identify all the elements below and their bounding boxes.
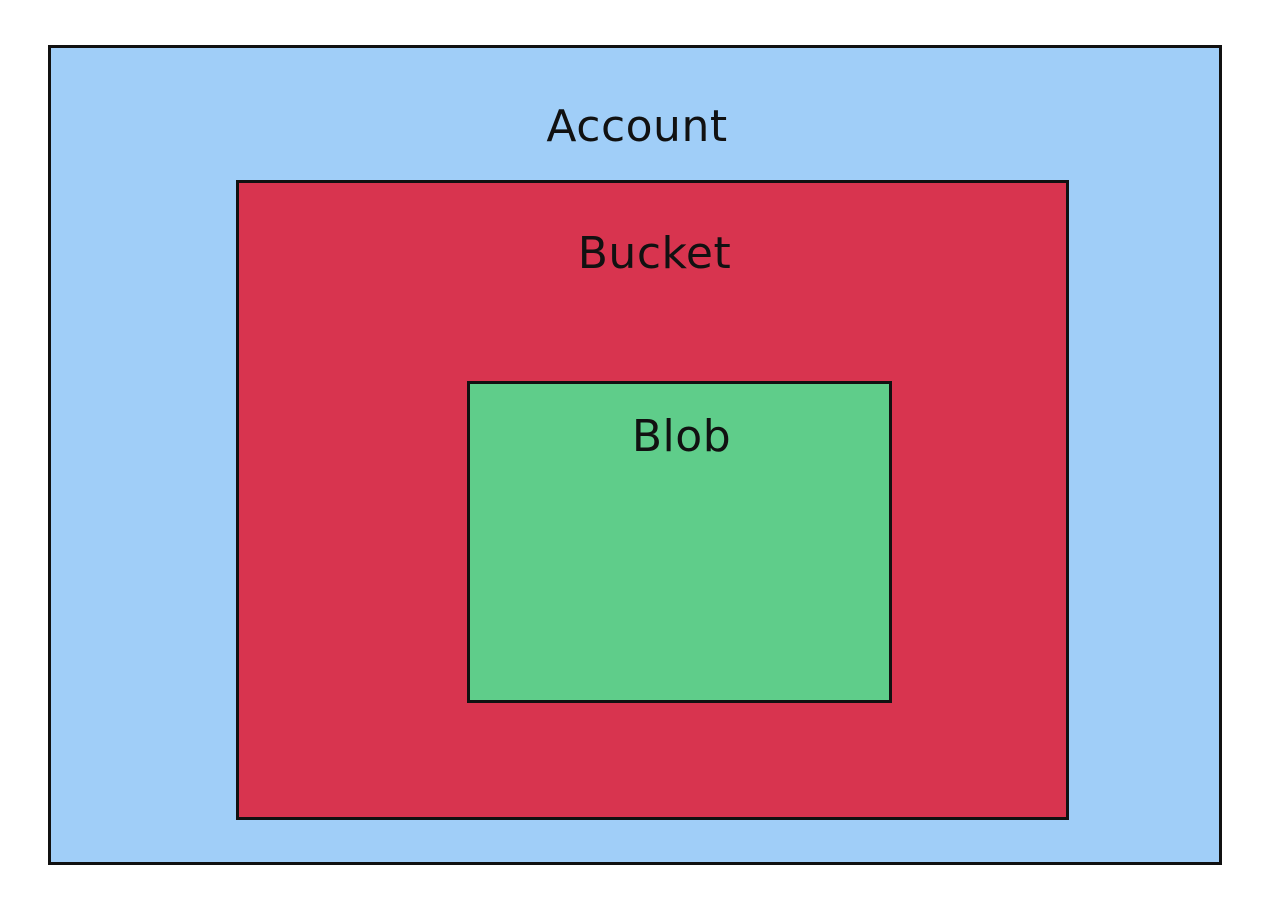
bucket-label: Bucket (577, 228, 732, 279)
blob-box: Blob (467, 381, 892, 703)
blob-label: Blob (631, 411, 732, 462)
bucket-box: Bucket Blob (236, 180, 1069, 820)
account-box: Account Bucket Blob (48, 45, 1222, 865)
account-label: Account (546, 101, 728, 152)
